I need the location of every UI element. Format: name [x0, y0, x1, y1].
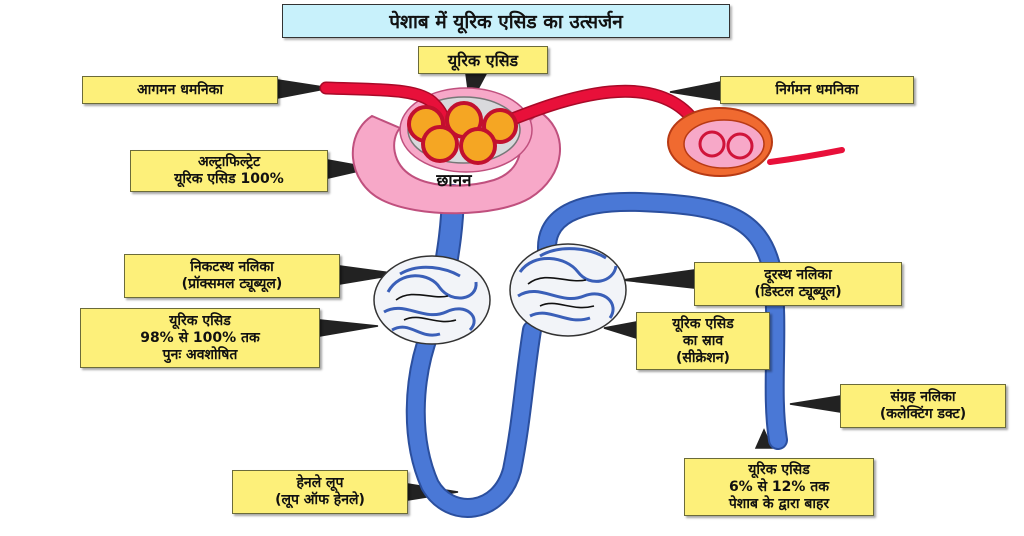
filtration-label: छानन: [435, 171, 472, 191]
label-excreted-line-3: पेशाब के द्वारा बाहर: [728, 495, 830, 512]
leader-collecting: [789, 395, 841, 413]
label-afferent-text: आगमन धमनिका: [137, 81, 223, 98]
proximal-convolution: [373, 255, 491, 345]
leader-reabsorbed: [319, 319, 379, 337]
label-distal-line-2: (डिस्टल ट्यूब्यूल): [754, 284, 842, 300]
label-collecting-duct: संग्रह नलिका (कलेक्टिंग डक्ट): [840, 384, 1006, 428]
leader-efferent: [669, 81, 721, 101]
label-secretion-line-2: का स्राव: [682, 332, 724, 349]
label-excreted-line-1: यूरिक एसिड: [748, 461, 810, 478]
label-ultrafiltrate-line-1: अल्ट्राफिल्ट्रेट: [197, 154, 261, 170]
leader-afferent: [277, 79, 331, 99]
label-reabsorbed: यूरिक एसिड 98% से 100% तक पुनः अवशोषित: [80, 308, 320, 368]
label-excreted: यूरिक एसिड 6% से 12% तक पेशाब के द्वारा …: [684, 458, 874, 516]
label-loop-of-henle: हेनले लूप (लूप ऑफ हेनले): [232, 470, 408, 514]
label-secretion-line-3: (सीक्रेशन): [676, 349, 730, 366]
leader-ultrafiltrate: [327, 159, 373, 179]
label-proximal-line-2: (प्रॉक्समल ट्यूब्यूल): [181, 276, 283, 292]
glomerulus: [407, 101, 518, 165]
label-reabsorbed-line-2: 98% से 100% तक: [140, 329, 260, 346]
label-henle-line-1: हेनले लूप: [296, 475, 344, 491]
label-efferent-arteriole: निर्गमन धमनिका: [720, 76, 914, 104]
label-efferent-text: निर्गमन धमनिका: [775, 81, 859, 98]
efferent-cross-section: [667, 107, 773, 177]
loop-of-henle: [407, 322, 540, 516]
label-henle-line-2: (लूप ऑफ हेनले): [275, 492, 365, 508]
label-distal-line-1: दूरस्थ नलिका: [764, 267, 832, 283]
label-reabsorbed-line-1: यूरिक एसिड: [169, 312, 231, 329]
diagram-title: पेशाब में यूरिक एसिड का उत्सर्जन: [282, 4, 730, 38]
label-secretion: यूरिक एसिड का स्राव (सीक्रेशन): [636, 312, 770, 370]
label-secretion-line-1: यूरिक एसिड: [672, 315, 734, 332]
label-proximal-line-1: निकटस्थ नलिका: [190, 259, 274, 275]
label-distal-tubule: दूरस्थ नलिका (डिस्टल ट्यूब्यूल): [694, 262, 902, 306]
label-excreted-line-2: 6% से 12% तक: [728, 478, 830, 495]
label-uric-acid-top-text: यूरिक एसिड: [447, 50, 519, 70]
label-ultrafiltrate-line-2: यूरिक एसिड 100%: [174, 171, 284, 187]
label-afferent-arteriole: आगमन धमनिका: [82, 76, 278, 104]
collecting-duct: [539, 193, 786, 448]
label-proximal-tubule: निकटस्थ नलिका (प्रॉक्समल ट्यूब्यूल): [124, 254, 340, 298]
label-uric-acid-top: यूरिक एसिड: [418, 46, 548, 74]
peritubular-capillary: [767, 147, 845, 165]
label-reabsorbed-line-3: पुनः अवशोषित: [162, 346, 238, 363]
label-collecting-line-2: (कलेक्टिंग डक्ट): [879, 406, 967, 422]
label-collecting-line-1: संग्रह नलिका: [890, 389, 956, 405]
leader-distal: [621, 269, 695, 289]
efferent-arteriole: [495, 86, 695, 129]
leader-secretion: [603, 321, 637, 340]
distal-convolution: [509, 243, 627, 337]
leader-proximal: [339, 265, 401, 285]
label-ultrafiltrate: अल्ट्राफिल्ट्रेट यूरिक एसिड 100%: [130, 150, 328, 192]
